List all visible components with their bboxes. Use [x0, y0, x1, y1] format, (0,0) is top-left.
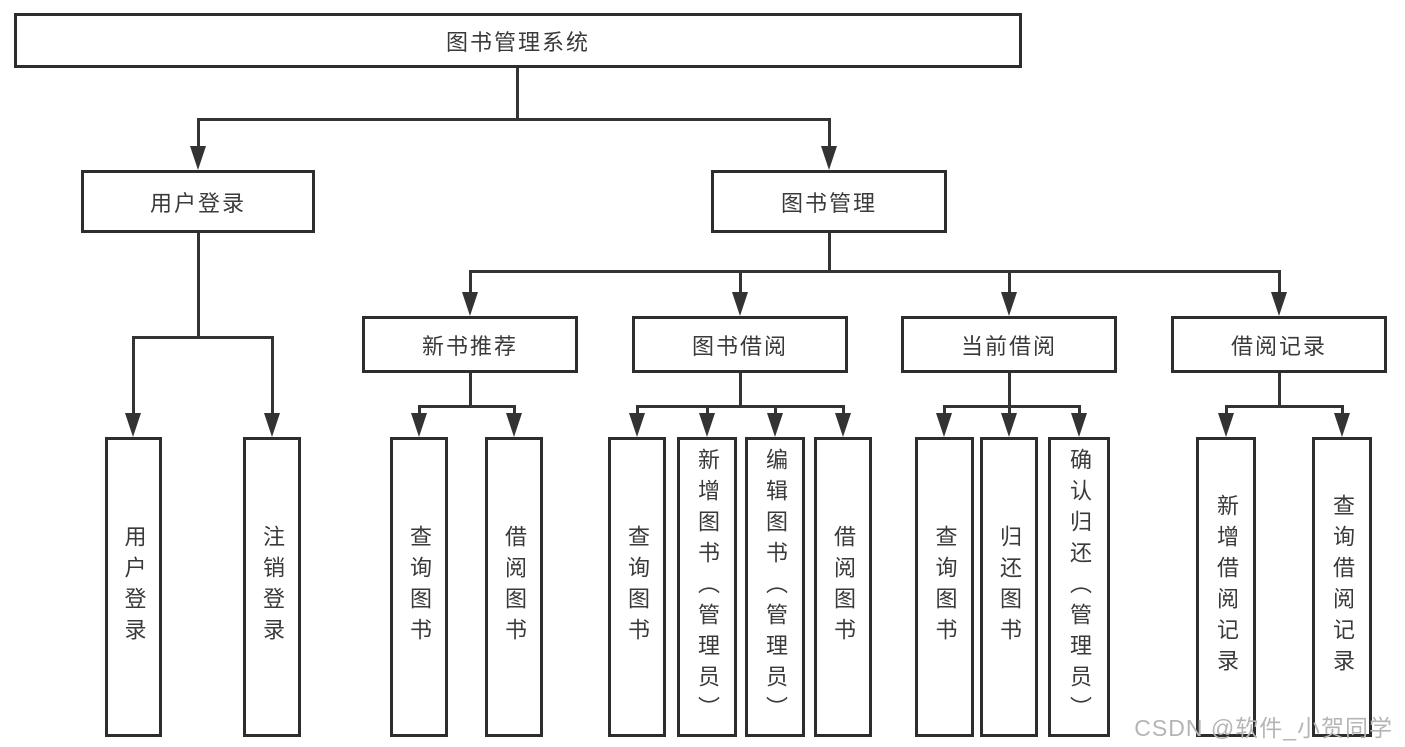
connector-user-login-bar	[132, 336, 274, 339]
connector-current-borrow-stem	[1008, 373, 1011, 405]
arrowhead-leaf-logout	[264, 413, 280, 437]
arrowhead-bb-edit	[767, 413, 783, 437]
leaf-newbook-borrow-books-label: 借阅图书	[502, 525, 527, 649]
connector-drop-nb-borrow	[513, 405, 516, 415]
connector-book-borrow-bar	[636, 405, 845, 408]
arrowhead-borrow-records	[1271, 292, 1287, 316]
leaf-logout-label: 注销登录	[260, 525, 285, 649]
leaf-newbook-borrow-books: 借阅图书	[485, 437, 543, 737]
leaf-borrow-borrow-books-label: 借阅图书	[831, 525, 856, 649]
leaf-current-return-books-label: 归还图书	[997, 525, 1022, 649]
arrowhead-book-borrow	[732, 292, 748, 316]
arrowhead-new-book	[462, 292, 478, 316]
leaf-borrow-query-books: 查询图书	[608, 437, 666, 737]
leaf-records-query-record: 查询借阅记录	[1312, 437, 1372, 737]
leaf-records-query-record-label: 查询借阅记录	[1330, 494, 1355, 680]
connector-drop-new-book	[469, 270, 472, 294]
connector-drop-br-query	[1341, 405, 1344, 415]
connector-book-borrow-stem	[739, 373, 742, 405]
connector-drop-leaf-logout	[271, 336, 274, 415]
arrowhead-bb-borrow	[835, 413, 851, 437]
connector-drop-current-borrow	[1008, 270, 1011, 294]
leaf-logout: 注销登录	[243, 437, 301, 737]
connector-root-stem	[516, 68, 519, 118]
node-book-borrow: 图书借阅	[632, 316, 848, 373]
leaf-newbook-query-books-label: 查询图书	[407, 525, 432, 649]
node-new-book-recommend-label: 新书推荐	[421, 333, 518, 359]
arrowhead-bb-query	[629, 413, 645, 437]
leaf-records-add-record: 新增借阅记录	[1196, 437, 1256, 737]
arrowhead-leaf-login	[125, 413, 141, 437]
connector-book-management-bar	[469, 270, 1281, 273]
leaf-borrow-query-books-label: 查询图书	[625, 525, 650, 649]
node-user-login-label: 用户登录	[149, 190, 246, 216]
connector-drop-book-borrow	[739, 270, 742, 294]
connector-drop-user-login	[197, 118, 200, 148]
arrowhead-bb-add	[699, 413, 715, 437]
node-root: 图书管理系统	[14, 13, 1022, 68]
connector-drop-nb-query	[418, 405, 421, 415]
node-book-borrow-label: 图书借阅	[691, 333, 788, 359]
leaf-borrow-borrow-books: 借阅图书	[814, 437, 872, 737]
connector-new-book-bar	[418, 405, 516, 408]
connector-drop-cb-confirm	[1078, 405, 1081, 415]
arrowhead-cb-confirm	[1071, 413, 1087, 437]
arrowhead-br-add	[1218, 413, 1234, 437]
connector-drop-bb-borrow	[842, 405, 845, 415]
node-user-login: 用户登录	[81, 170, 315, 233]
leaf-current-query-books: 查询图书	[915, 437, 974, 737]
connector-book-management-stem	[828, 233, 831, 270]
leaf-borrow-edit-books-admin: 编辑图书（管理员）	[745, 437, 805, 737]
node-new-book-recommend: 新书推荐	[362, 316, 578, 373]
connector-borrow-records-stem	[1278, 373, 1281, 405]
arrowhead-cb-query	[936, 413, 952, 437]
arrowhead-user-login	[190, 146, 206, 170]
connector-drop-borrow-records	[1278, 270, 1281, 294]
connector-current-borrow-bar	[943, 405, 1081, 408]
leaf-user-login-label: 用户登录	[121, 525, 147, 649]
node-borrow-records-label: 借阅记录	[1230, 333, 1327, 359]
node-borrow-records: 借阅记录	[1171, 316, 1387, 373]
leaf-borrow-add-books-admin: 新增图书（管理员）	[677, 437, 737, 737]
connector-root-bar	[197, 118, 831, 121]
watermark: CSDN @软件_小贺同学	[1134, 715, 1393, 741]
leaf-current-confirm-return-admin: 确认归还（管理员）	[1048, 437, 1110, 737]
connector-drop-bb-add	[706, 405, 709, 415]
leaf-user-login: 用户登录	[105, 437, 162, 737]
arrowhead-current-borrow	[1001, 292, 1017, 316]
connector-drop-cb-return	[1008, 405, 1011, 415]
node-book-management-label: 图书管理	[780, 190, 877, 216]
node-root-label: 图书管理系统	[445, 29, 590, 55]
node-book-management: 图书管理	[711, 170, 947, 233]
arrowhead-nb-query	[411, 413, 427, 437]
connector-drop-bb-query	[636, 405, 639, 415]
leaf-records-add-record-label: 新增借阅记录	[1214, 494, 1239, 680]
arrowhead-book-management	[821, 146, 837, 170]
connector-drop-book-management	[828, 118, 831, 148]
arrowhead-cb-return	[1001, 413, 1017, 437]
arrowhead-br-query	[1334, 413, 1350, 437]
leaf-current-confirm-return-admin-label: 确认归还（管理员）	[1067, 447, 1092, 727]
connector-drop-br-add	[1225, 405, 1228, 415]
connector-user-login-stem	[197, 233, 200, 336]
node-current-borrow: 当前借阅	[901, 316, 1117, 373]
leaf-newbook-query-books: 查询图书	[390, 437, 448, 737]
connector-borrow-records-bar	[1225, 405, 1344, 408]
connector-drop-bb-edit	[774, 405, 777, 415]
leaf-borrow-add-books-admin-label: 新增图书（管理员）	[695, 447, 720, 727]
leaf-current-query-books-label: 查询图书	[932, 525, 958, 649]
leaf-borrow-edit-books-admin-label: 编辑图书（管理员）	[763, 447, 788, 727]
arrowhead-nb-borrow	[506, 413, 522, 437]
leaf-current-return-books: 归还图书	[980, 437, 1038, 737]
connector-new-book-stem	[469, 373, 472, 405]
node-current-borrow-label: 当前借阅	[960, 333, 1057, 359]
connector-drop-cb-query	[943, 405, 946, 415]
connector-drop-leaf-login	[132, 336, 135, 415]
